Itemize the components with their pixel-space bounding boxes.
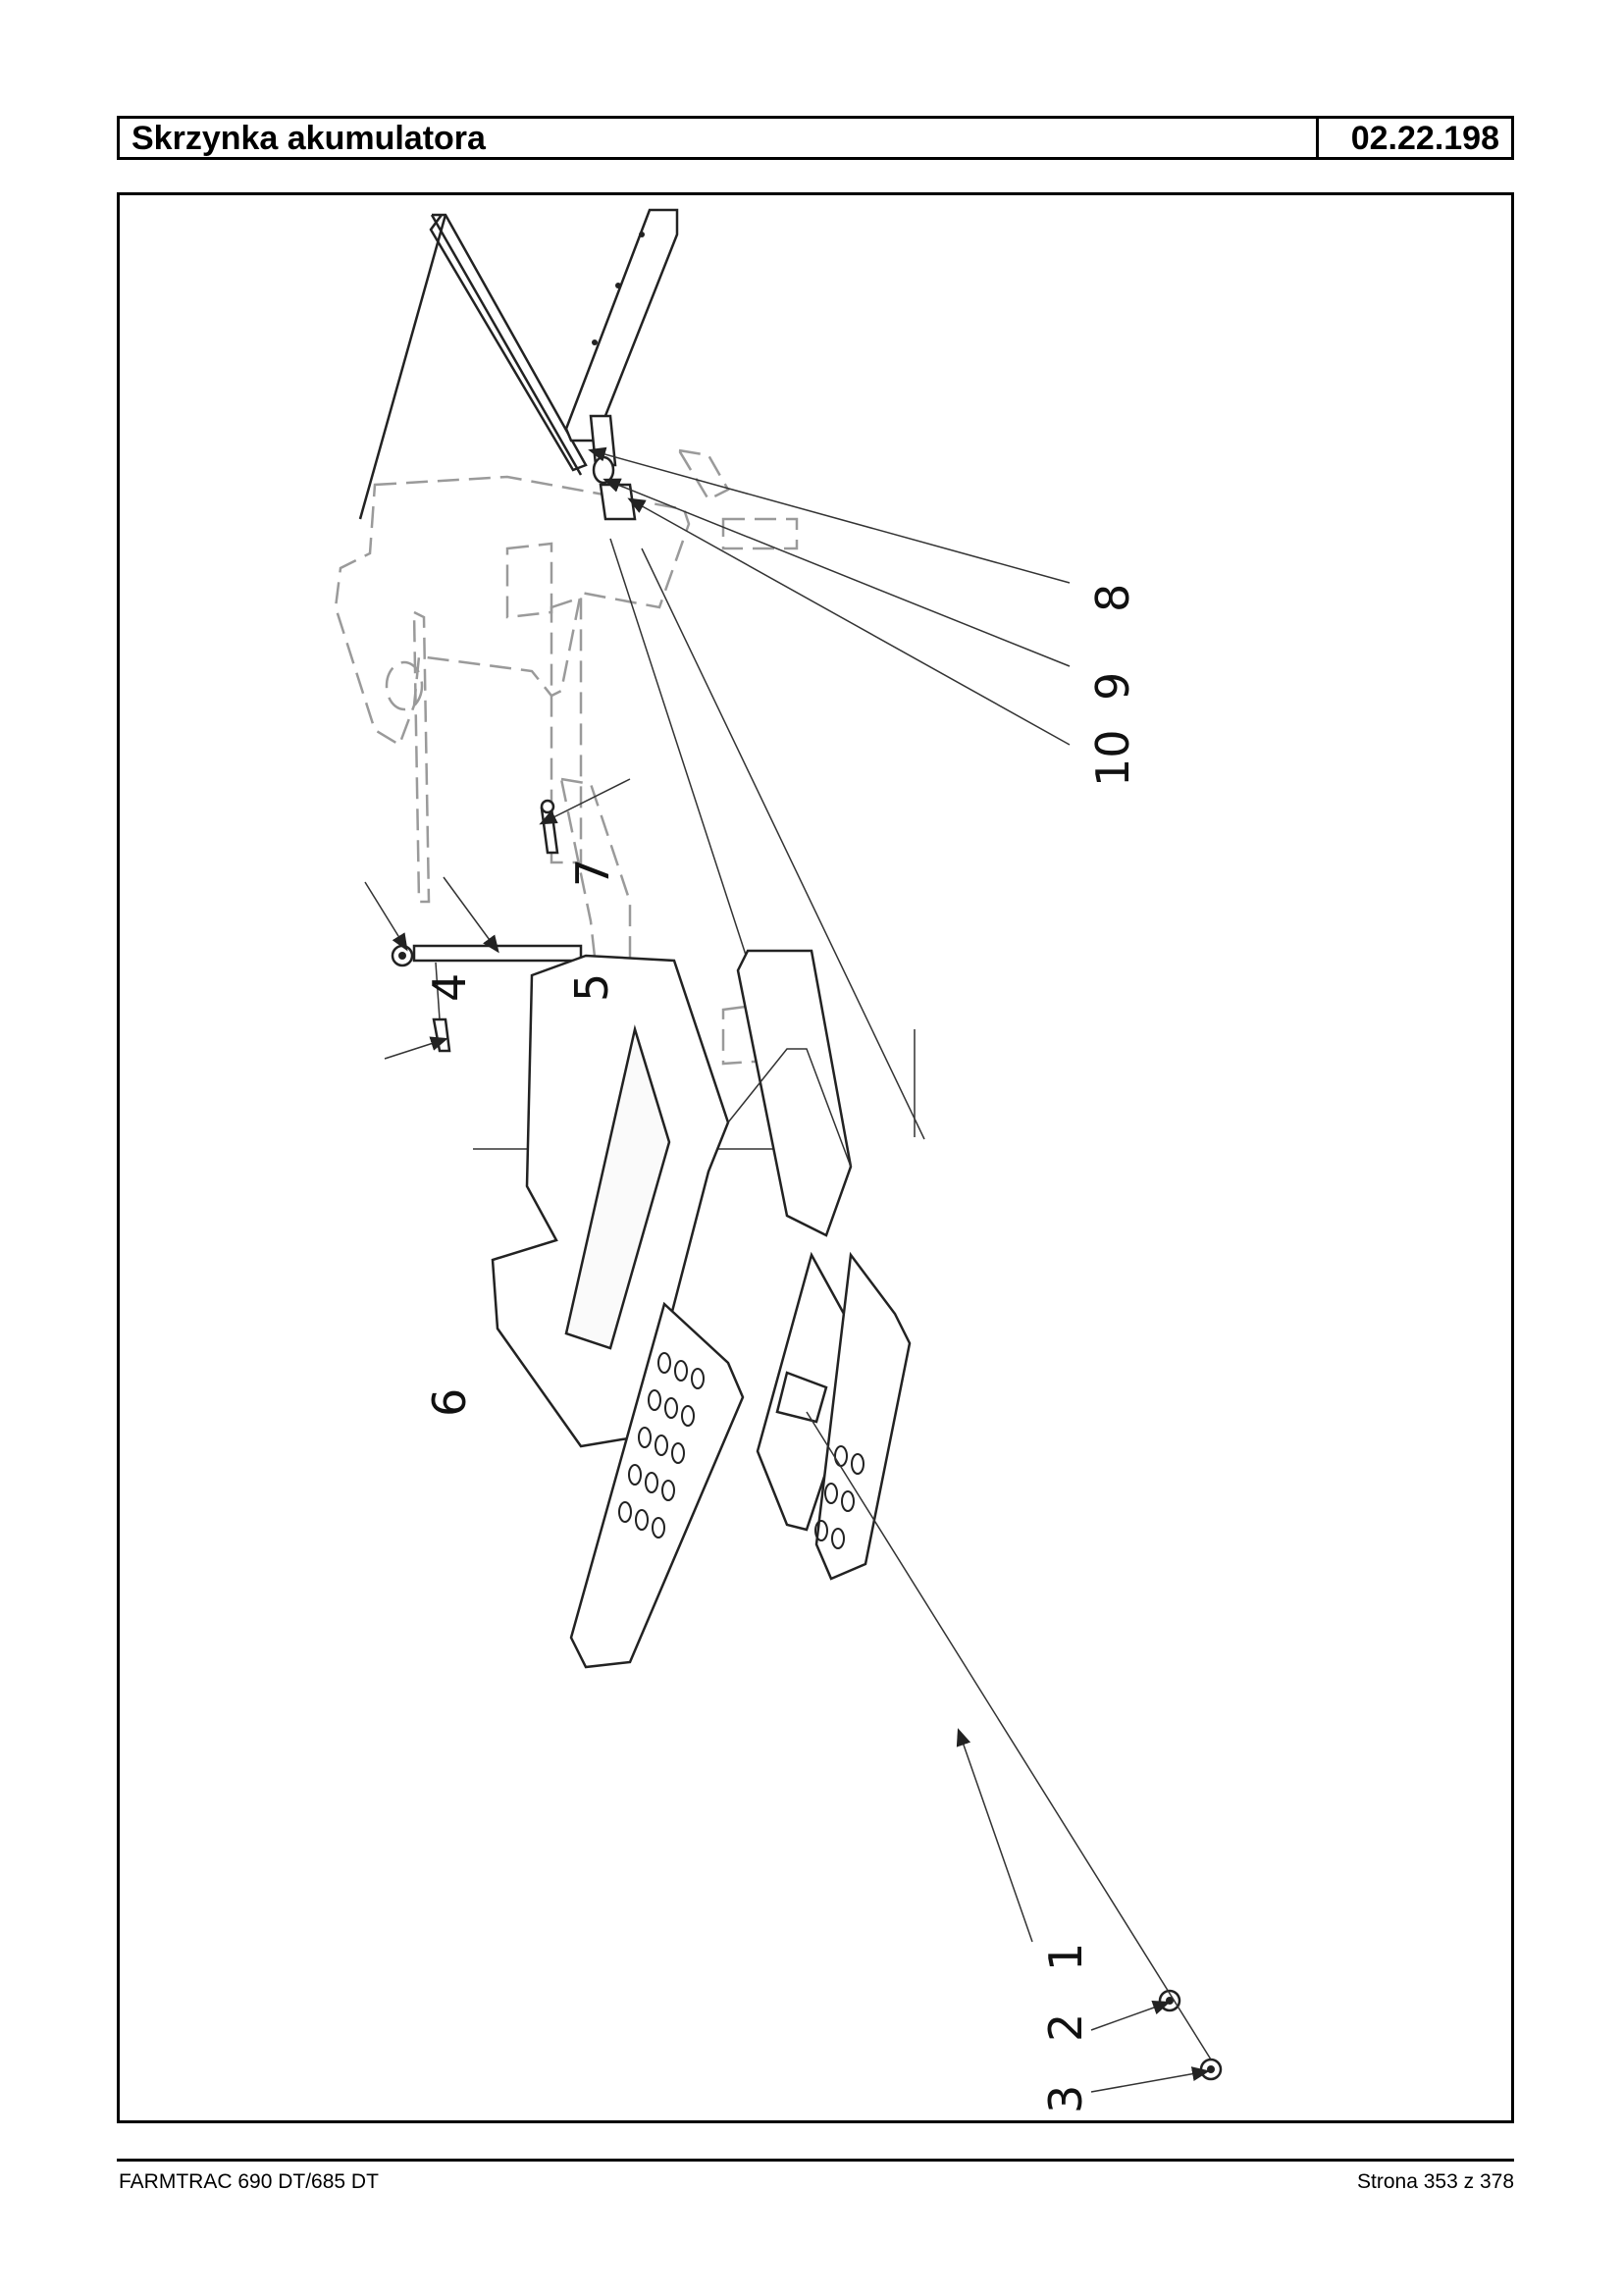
callout-6: 6 xyxy=(423,1388,476,1417)
callout-7: 7 xyxy=(566,859,619,887)
footer-model: FARMTRAC 690 DT/685 DT xyxy=(119,2170,379,2193)
nut-3 xyxy=(1199,2058,1223,2081)
callout-5: 5 xyxy=(565,973,618,1002)
page-header: Skrzynka akumulatora 02.22.198 xyxy=(117,116,1514,160)
washer-4 xyxy=(391,944,414,967)
callout-3: 3 xyxy=(1039,2085,1092,2113)
footer-rule xyxy=(117,2159,1514,2162)
callout-9: 9 xyxy=(1086,672,1139,701)
page-title: Skrzynka akumulatora xyxy=(120,119,1319,157)
support-rod xyxy=(358,213,588,520)
pin-7 xyxy=(540,799,559,855)
rod-5 xyxy=(412,944,583,963)
callout-10: 10 xyxy=(1086,729,1139,787)
leader-lines xyxy=(364,446,1210,2093)
callout-1: 1 xyxy=(1039,1943,1092,1971)
step-plate-holes xyxy=(618,1352,864,1549)
callout-8: 8 xyxy=(1086,584,1139,612)
callout-4: 4 xyxy=(423,973,476,1002)
bolt-axis-line xyxy=(806,1411,1212,2060)
part-code: 02.22.198 xyxy=(1350,120,1499,157)
strap-bar xyxy=(564,208,679,467)
callout-labels: 8 9 10 7 4 5 6 1 2 3 xyxy=(423,584,1139,2113)
exploded-view-diagram: 8 9 10 7 4 5 6 1 2 3 xyxy=(334,208,1223,2113)
callout-2: 2 xyxy=(1039,2013,1092,2042)
diagram-frame: 8 9 10 7 4 5 6 1 2 3 xyxy=(117,192,1514,2123)
washer-9 xyxy=(592,455,615,485)
footer-page-number: Strona 353 z 378 xyxy=(1357,2170,1514,2193)
battery-box xyxy=(491,949,912,1669)
